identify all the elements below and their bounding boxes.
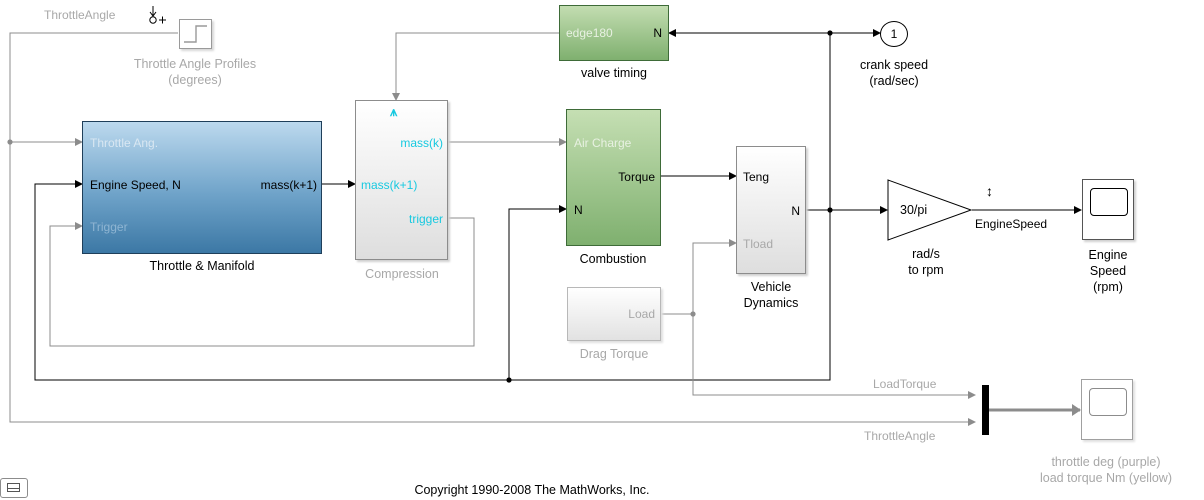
port-mass-k: mass(k) — [400, 136, 443, 150]
engine-speed-scope-label: Engine Speed (rpm) — [1088, 248, 1128, 294]
signal-label-throttle-angle-bottom: ThrottleAngle — [864, 429, 936, 443]
valve-timing-port-n: N — [653, 26, 662, 40]
valve-timing-block[interactable]: edge180 N — [559, 5, 669, 61]
throttle-profiles-block[interactable] — [179, 19, 212, 49]
port-torque: Torque — [618, 170, 655, 184]
resize-cursor-icon: ↕ — [986, 183, 993, 199]
gain-label: rad/s to rpm — [908, 247, 944, 277]
gain-value: 30/pi — [900, 203, 928, 217]
hide-panel-icon[interactable] — [0, 478, 28, 498]
compression-label: Compression — [365, 267, 439, 281]
port-vehicle-n: N — [791, 204, 800, 218]
gain-triangle — [887, 179, 973, 241]
crank-speed-outport[interactable]: 1 — [880, 21, 908, 47]
port-mass-k1-in: mass(k+1) — [361, 178, 418, 192]
combustion-label: Combustion — [579, 252, 647, 266]
trigger-port-icon: ⩚ — [390, 104, 398, 119]
port-teng: Teng — [743, 170, 770, 184]
throttle-manifold-label: Throttle & Manifold — [149, 259, 255, 273]
signal-logging-icon[interactable] — [147, 4, 171, 28]
drag-torque-block[interactable]: Load — [567, 287, 661, 341]
combustion-block[interactable]: Air Charge Torque N — [566, 109, 661, 246]
scope-screen-icon — [1090, 188, 1128, 216]
throttle-load-scope-label: throttle deg (purple) load torque Nm (ye… — [1040, 455, 1172, 485]
port-throttle-ang: Throttle Ang. — [90, 136, 159, 150]
port-load: Load — [628, 307, 655, 321]
port-trigger-out: trigger — [408, 212, 443, 226]
throttle-manifold-block[interactable]: Throttle Ang. Engine Speed, N Trigger ma… — [82, 121, 322, 254]
vehicle-dynamics-block[interactable]: Teng N Tload — [736, 146, 806, 274]
port-trigger: Trigger — [90, 220, 128, 234]
outport-number: 1 — [890, 27, 898, 41]
port-engine-speed: Engine Speed, N — [90, 178, 181, 192]
port-n: N — [574, 203, 583, 217]
crank-speed-label: crank speed (rad/sec) — [859, 58, 929, 88]
compression-block[interactable]: ⩚ mass(k) mass(k+1) trigger — [355, 100, 448, 260]
drag-torque-label: Drag Torque — [579, 347, 649, 361]
valve-timing-label: valve timing — [581, 66, 647, 80]
port-tload: Tload — [743, 237, 774, 251]
scope-screen-icon — [1089, 388, 1127, 416]
signal-label-engine-speed: EngineSpeed — [975, 217, 1048, 231]
vehicle-dynamics-label: Vehicle Dynamics — [743, 280, 799, 310]
signal-label-load-torque: LoadTorque — [873, 377, 937, 391]
step-signal-icon — [184, 25, 207, 43]
valve-timing-port-edge180: edge180 — [566, 26, 613, 40]
throttle-profiles-label: Throttle Angle Profiles (degrees) — [133, 57, 257, 87]
copyright-text: Copyright 1990-2008 The MathWorks, Inc. — [414, 483, 650, 497]
signal-label-throttle-angle: ThrottleAngle — [44, 8, 116, 22]
port-air-charge: Air Charge — [574, 136, 632, 150]
port-mass-k1-out: mass(k+1) — [260, 178, 317, 192]
throttle-load-scope[interactable] — [1081, 379, 1133, 440]
engine-speed-scope[interactable] — [1082, 179, 1134, 240]
